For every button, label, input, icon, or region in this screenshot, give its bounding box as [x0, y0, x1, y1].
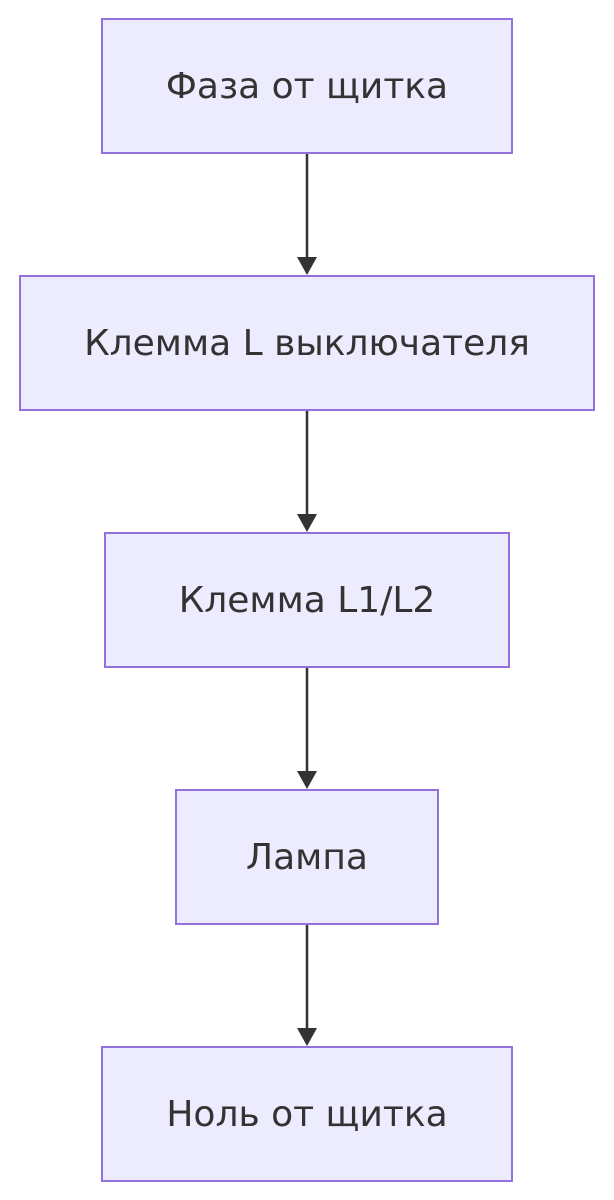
arrowhead-icon: [297, 771, 317, 789]
node-label: Лампа: [246, 836, 368, 878]
node-label: Ноль от щитка: [166, 1093, 448, 1135]
node-phase-from-panel: Фаза от щитка: [101, 18, 513, 154]
node-lamp: Лампа: [175, 789, 439, 925]
edge-n1-n2: [297, 154, 317, 275]
edge-n3-n4: [297, 668, 317, 789]
arrowhead-icon: [297, 514, 317, 532]
node-switch-terminal-l: Клемма L выключателя: [19, 275, 595, 411]
edge-n2-n3: [297, 411, 317, 532]
node-label: Фаза от щитка: [165, 65, 449, 107]
node-label: Клемма L выключателя: [84, 322, 530, 364]
node-terminal-l1-l2: Клемма L1/L2: [104, 532, 510, 668]
edge-n4-n5: [297, 925, 317, 1046]
node-neutral-from-panel: Ноль от щитка: [101, 1046, 513, 1182]
arrowhead-icon: [297, 1028, 317, 1046]
arrowhead-icon: [297, 257, 317, 275]
node-label: Клемма L1/L2: [178, 579, 436, 621]
